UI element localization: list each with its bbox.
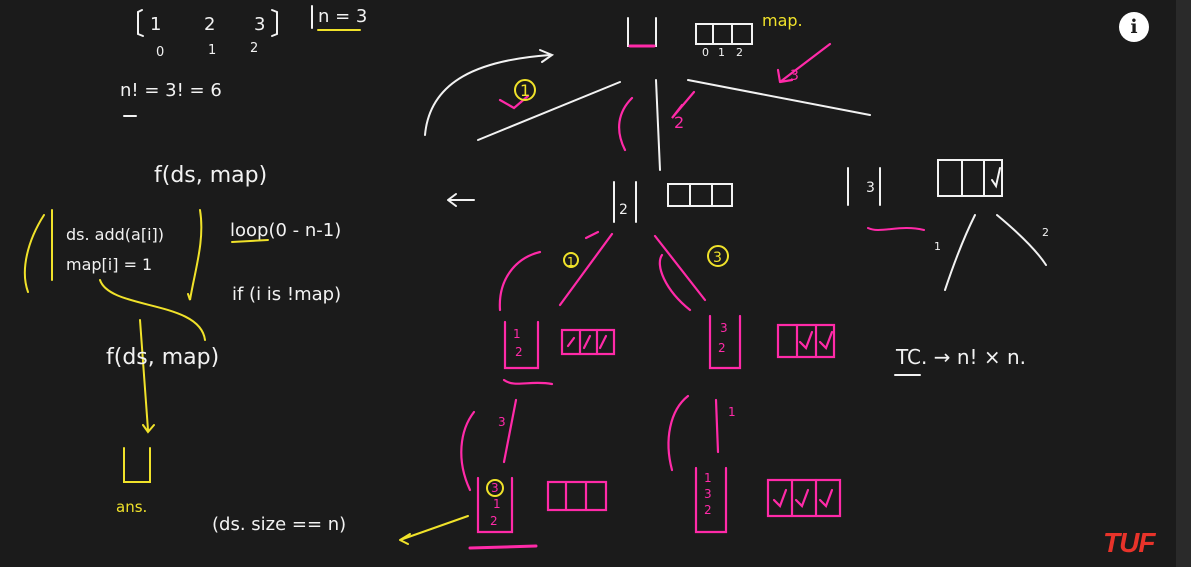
code-to-call-arrow	[99, 279, 206, 341]
leaf-left-ds-box	[476, 476, 514, 534]
array-idx-1: 1	[208, 43, 216, 58]
factorial-note: n! = 3! = 6	[120, 80, 222, 101]
leaf-right-val1: 1	[704, 471, 712, 485]
leaf-left-map-box	[546, 480, 608, 512]
loop-underline	[231, 239, 269, 243]
node2-label: 2	[619, 202, 628, 218]
node3-branch-2	[996, 214, 1047, 266]
code-to-cond-arrow	[187, 209, 203, 301]
tuf-logo: TUF	[1103, 527, 1155, 558]
leaf-right-map-box	[766, 478, 842, 518]
array-bracket-right	[271, 9, 278, 37]
base-case-note: (ds. size == n)	[212, 514, 346, 535]
ans-label: ans.	[116, 498, 147, 516]
array-val-1: 1	[150, 14, 161, 35]
node2a-ds-val2: 2	[515, 345, 523, 359]
grand-edge-1: 1	[728, 405, 736, 419]
answer-underline	[468, 544, 538, 550]
branch-node2a-down	[502, 398, 518, 464]
node2b-map-box	[776, 323, 836, 359]
node2b-ds-val1: 3	[720, 321, 728, 335]
branch-node2-left	[558, 232, 614, 307]
map-idx-1: 1	[718, 46, 725, 59]
circle-leaf	[486, 479, 504, 497]
edge-1-label: 1	[520, 81, 530, 100]
node3-label: 3	[866, 180, 875, 196]
base-case-arrow	[399, 515, 469, 545]
leaf-left-val3: 2	[490, 514, 498, 528]
map-label: map.	[762, 11, 803, 30]
recursion-arrow-left	[424, 54, 551, 136]
node2-ds-box	[613, 181, 637, 223]
branch-right	[687, 79, 871, 116]
child-edge-3: 3	[713, 250, 722, 266]
array-idx-0: 0	[156, 45, 164, 60]
root-map-box	[695, 23, 753, 45]
recursive-call: f(ds, map)	[106, 345, 219, 370]
root-ds-box	[627, 17, 657, 47]
node3-branch-1	[944, 214, 976, 291]
grand-edge-3: 3	[498, 415, 506, 429]
branch-node2b-down	[714, 398, 720, 454]
info-icon: i	[1130, 16, 1138, 38]
circle-edge-1	[514, 79, 536, 101]
window-edge	[1176, 0, 1191, 567]
leaf-right-ds-box	[694, 466, 728, 534]
node2a-ds-box	[503, 320, 540, 370]
map-idx-0: 0	[702, 46, 709, 59]
edge-3-label: 3	[790, 68, 799, 84]
branch-left	[477, 81, 621, 141]
info-button[interactable]: i	[1119, 12, 1149, 42]
func-signature: f(ds, map)	[154, 163, 267, 188]
node2a-map-box	[560, 328, 616, 356]
node3-edge-1: 1	[934, 240, 941, 253]
recursion-arrow-node2-left	[498, 250, 542, 312]
array-val-3: 3	[254, 14, 265, 35]
node3-map-box	[937, 159, 1003, 197]
branch-mid	[655, 79, 661, 171]
loop-note: loop(0 - n-1)	[230, 220, 341, 241]
arrow-edge-3	[776, 42, 832, 84]
call-to-ans-arrow	[139, 319, 155, 434]
code-map-line: map[i] = 1	[66, 255, 152, 274]
leaf-left-val1: 3	[491, 481, 499, 495]
tick-edge-2	[671, 90, 696, 119]
leaf-left-val2: 1	[493, 497, 501, 511]
time-complexity-note: TC. → n! × n.	[895, 345, 1026, 369]
node2b-ds-box	[708, 314, 742, 370]
array-val-2: 2	[204, 14, 215, 35]
recursion-arrow-mid	[618, 96, 634, 152]
leaf-right-val3: 2	[704, 503, 712, 517]
node2b-ds-val2: 2	[718, 341, 726, 355]
code-bracket	[23, 209, 53, 293]
circle-edge-c1	[563, 252, 579, 268]
n-equals: n = 3	[318, 6, 367, 27]
branch-node2-right	[653, 234, 707, 302]
leaf-right-val2: 3	[704, 487, 712, 501]
node3-ds-box	[847, 167, 881, 206]
array-idx-2: 2	[250, 41, 258, 56]
map-idx-2: 2	[736, 46, 743, 59]
ans-box	[123, 447, 151, 483]
array-bracket-left	[137, 9, 144, 37]
condition-note: if (i is !map)	[232, 284, 341, 305]
code-add-line: ds. add(a[i])	[66, 225, 164, 244]
node2-map-box	[667, 183, 733, 207]
edge-2-label: 2	[674, 113, 684, 132]
child-edge-1: 1	[567, 255, 575, 269]
left-arrow	[447, 193, 475, 207]
node2a-ds-val1: 1	[513, 327, 521, 341]
circle-edge-c3	[707, 245, 729, 267]
node3-edge-2: 2	[1042, 226, 1049, 239]
